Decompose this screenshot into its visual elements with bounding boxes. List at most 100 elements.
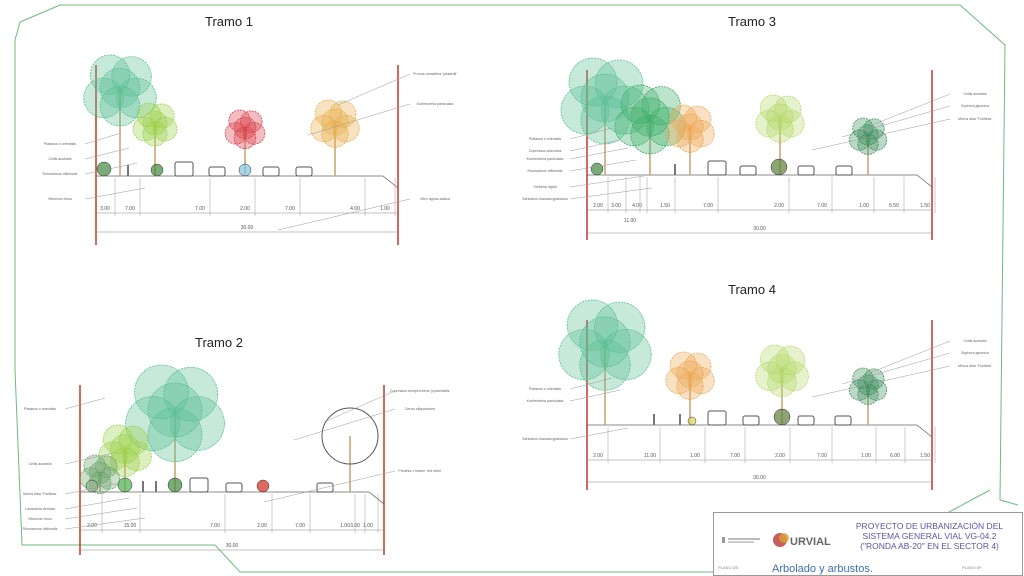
ground-line	[587, 174, 933, 188]
car-icon	[835, 165, 853, 176]
shrub-icon	[590, 162, 604, 176]
dimension-label: 2.00	[240, 206, 250, 212]
car-icon	[834, 415, 852, 426]
tree-foliage	[676, 125, 704, 153]
species-label: Celtis australis	[48, 157, 72, 161]
tree-foliage	[614, 106, 654, 147]
leader-line	[263, 470, 396, 503]
shrub-icon	[687, 416, 697, 426]
dimension-label: 11.00	[624, 218, 636, 224]
species-label: Viburnum tinus	[48, 197, 72, 201]
tree-foliage	[684, 105, 712, 133]
tree-foliage	[620, 84, 661, 124]
dimension-label: 3.00	[350, 523, 360, 529]
species-label: Lavandula dentata	[25, 507, 55, 511]
species-label: Celtis australis	[963, 92, 987, 96]
tree-foliage	[329, 100, 357, 128]
tree-foliage	[110, 434, 140, 464]
ground-line	[96, 175, 399, 189]
dimension-label: 1.00	[690, 453, 700, 459]
leader-line	[569, 377, 613, 390]
tree-foliage	[676, 372, 704, 400]
species-label: Platanus x orientalis	[529, 137, 561, 141]
leader-line	[84, 147, 130, 160]
shrub-icon	[150, 163, 164, 177]
title-block: URVIAL PROYECTO DE URBANIZACIÓN DEL SIST…	[713, 512, 1023, 576]
shrub-icon	[85, 479, 99, 493]
dimension-label: 1.50	[660, 203, 670, 209]
truck-icon	[707, 410, 727, 426]
dimension-label: 7.00	[195, 206, 205, 212]
car-icon	[797, 415, 815, 426]
tree-foliage	[110, 447, 140, 478]
total-width-label: 30.00	[226, 543, 239, 549]
species-label: Sophora japonica	[961, 351, 989, 355]
leader-line	[569, 127, 613, 140]
dimension-label: 7.00	[817, 203, 827, 209]
section-title-tramo-2: Tramo 2	[195, 335, 243, 350]
tree-foliage	[767, 367, 797, 398]
leader-line	[569, 147, 629, 160]
project-line-1: PROYECTO DE URBANIZACIÓN DEL	[855, 521, 1004, 531]
leader-line	[811, 365, 951, 398]
dimension-label: 7.00	[703, 203, 713, 209]
tree-foliage	[228, 109, 251, 133]
sheet-frame-left	[14, 21, 713, 573]
tree-foliage	[118, 425, 149, 456]
shrub-icon	[238, 163, 252, 177]
tree-foliage	[766, 115, 794, 143]
truck-icon	[707, 160, 727, 176]
ground-line	[587, 424, 933, 438]
species-label: Platanus x orientalis	[529, 387, 561, 391]
tree-foliage	[314, 99, 342, 127]
leader-line	[569, 427, 629, 440]
leader-line	[871, 340, 951, 373]
species-label: Platanus x orientalis	[44, 142, 76, 146]
tree-foliage	[759, 344, 790, 375]
dimension-label: 7.00	[210, 523, 220, 529]
species-label: Cupressus sempervirens 'pyramidalis'	[390, 389, 451, 393]
leader-line	[841, 105, 951, 138]
tree	[98, 424, 152, 492]
tree-foliage	[147, 407, 203, 463]
tree	[310, 99, 360, 176]
tree-foliage	[560, 85, 610, 135]
tree	[848, 367, 888, 425]
leader-line	[84, 132, 122, 145]
shrub-icon	[770, 158, 788, 176]
dimension-label: 1.00	[340, 523, 350, 529]
species-label: Koelreuteria paniculata	[527, 157, 564, 161]
shrub-icon	[117, 477, 133, 493]
dimension-label: 1.00	[859, 203, 869, 209]
leader-line	[841, 352, 951, 385]
species-label: Verbena rigida	[533, 185, 556, 189]
tree-foliage	[630, 115, 670, 155]
tree-foliage	[857, 133, 879, 155]
leader-line	[569, 139, 621, 152]
tree-foliage	[580, 95, 630, 145]
shrub-icon	[96, 161, 112, 177]
leader-line	[64, 482, 122, 495]
svg-text:URVIAL: URVIAL	[790, 536, 831, 548]
dimension-label: 4.00	[350, 206, 360, 212]
leader-line	[569, 159, 637, 172]
tree-foliage	[142, 121, 168, 147]
tree-foliage	[774, 95, 802, 123]
leader-line	[64, 397, 106, 410]
leader-line	[569, 389, 621, 402]
dimension-label: 11.00	[644, 453, 656, 459]
section-title-tramo-3: Tramo 3	[728, 14, 776, 29]
tree-foliage	[321, 120, 349, 148]
tree-foliage	[99, 85, 141, 127]
dimension-label: 2.00	[593, 453, 603, 459]
car-icon	[208, 166, 226, 177]
tree-foliage	[125, 396, 180, 451]
car-icon	[739, 165, 757, 176]
tree	[79, 454, 121, 495]
total-width-label: 30.00	[753, 475, 766, 481]
tree-foliage	[566, 299, 619, 351]
plano-label: PLANO DE:	[718, 565, 740, 570]
species-label: Morus alba 'Fruitless'	[958, 117, 992, 121]
dimension-label: 2.00	[87, 523, 97, 529]
